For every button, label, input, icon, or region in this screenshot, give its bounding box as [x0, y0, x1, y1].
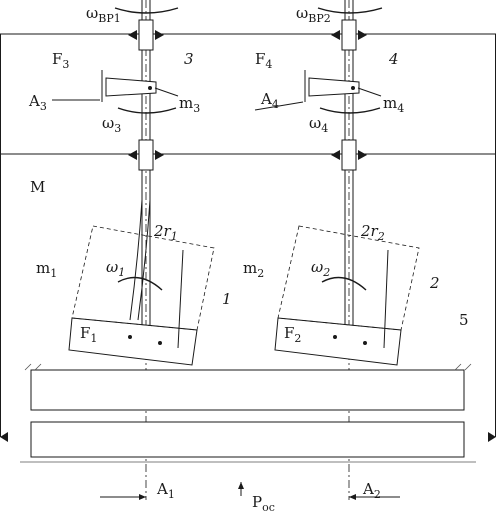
F2-label: F2	[284, 324, 301, 345]
omega-bp1-label: ωBP1	[86, 4, 121, 25]
m4-label: m4	[383, 94, 404, 115]
r2-label: 2r2	[360, 222, 385, 243]
bearings	[0, 30, 496, 442]
A1-label: A1	[156, 480, 175, 501]
A2-label: A2	[362, 480, 381, 501]
num2-label: 2	[429, 274, 440, 292]
dashed-outlines	[71, 225, 420, 331]
omega4-label: ω4	[309, 114, 328, 135]
num5-label: 5	[459, 311, 469, 329]
workpiece-lower	[30, 421, 465, 458]
dimension-arrows	[100, 249, 400, 500]
rotation-arcs	[114, 7, 383, 291]
omega3-label: ω3	[102, 114, 121, 135]
f4-label: F4	[255, 50, 272, 71]
a3-label: A3	[28, 92, 47, 113]
m1-label: m1	[36, 259, 57, 280]
f3-label: F3	[52, 50, 69, 71]
r1-label: 2r1	[153, 222, 178, 243]
omega-bp2-label: ωBP2	[296, 4, 331, 25]
num4-label: 4	[388, 50, 399, 68]
a4-label: A4	[260, 90, 279, 111]
F1-label: F1	[80, 324, 97, 345]
workpiece-upper	[30, 369, 465, 411]
m2-label: m2	[243, 259, 264, 280]
Poc-label: Poc	[252, 493, 275, 514]
omega2-label: ω2	[311, 258, 330, 279]
num1-label: 1	[222, 290, 232, 308]
amplitude-markers	[52, 70, 382, 111]
hatch	[20, 363, 476, 463]
m-label: M	[30, 178, 45, 196]
mass-3	[105, 77, 157, 97]
labels: ωBP1 ωBP2 F3 A3 ω3 m3 3 F4 A4 ω4 m4 4 M …	[28, 4, 469, 514]
shaft-1	[129, 0, 154, 500]
omega1-label: ω1	[106, 258, 125, 279]
mass-4	[308, 77, 360, 97]
num3-label: 3	[184, 50, 194, 68]
m3-label: m3	[179, 94, 200, 115]
